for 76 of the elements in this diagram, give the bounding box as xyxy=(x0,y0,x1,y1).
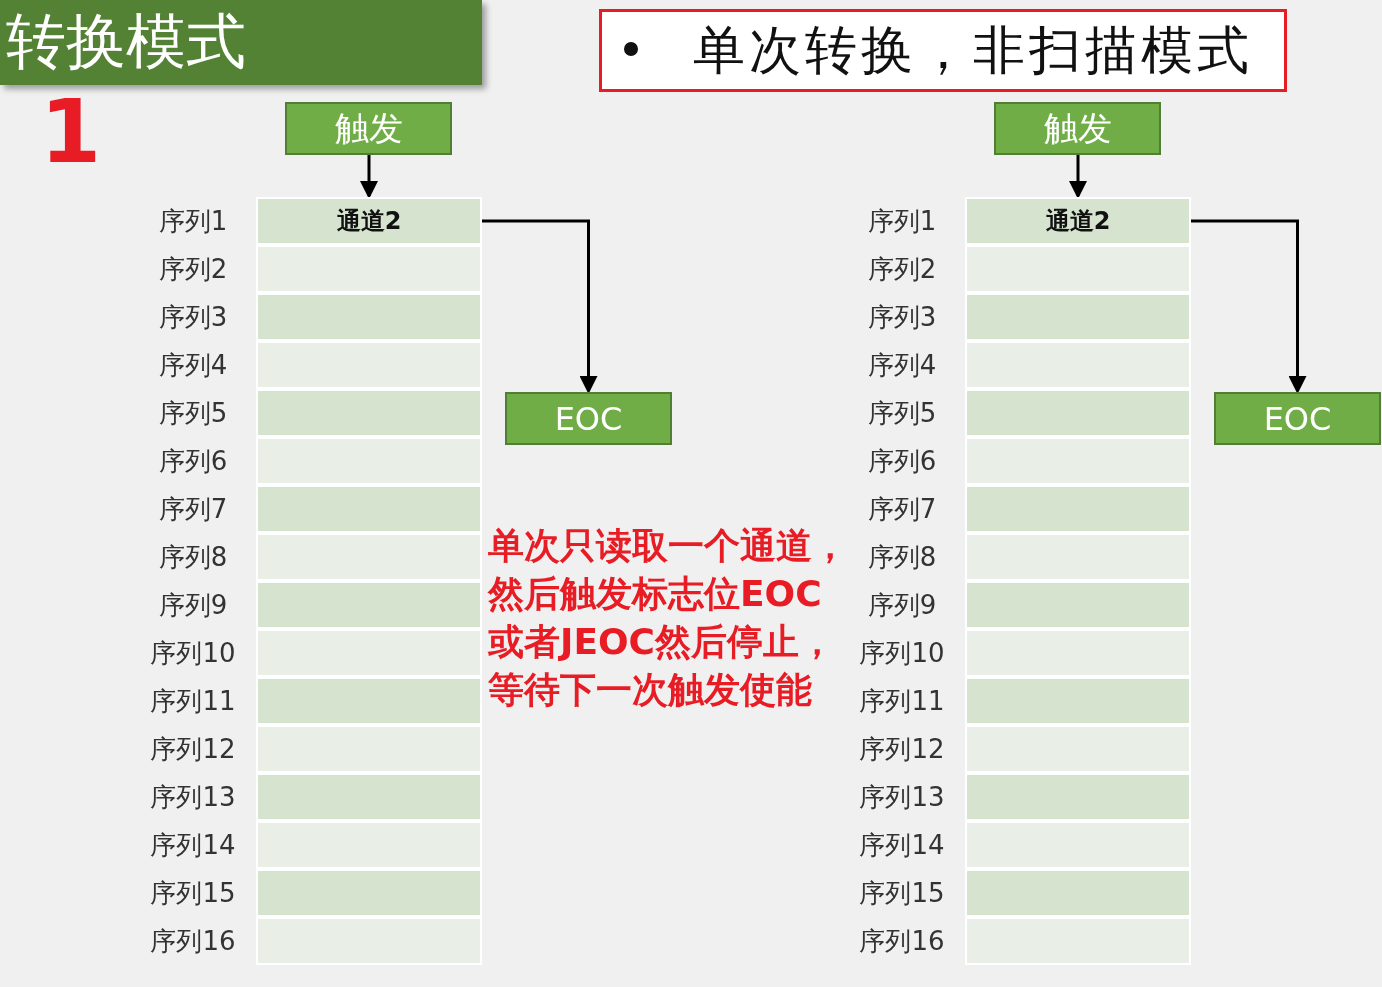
sequence-cell xyxy=(256,293,482,341)
sequence-cell xyxy=(965,245,1191,293)
sequence-label: 序列8 xyxy=(157,541,229,574)
sequence-label: 序列2 xyxy=(866,253,938,286)
sequence-cell xyxy=(965,725,1191,773)
sequence-label: 序列16 xyxy=(149,925,237,958)
sequence-cell xyxy=(256,773,482,821)
sequence-label: 序列7 xyxy=(157,493,229,526)
sequence-label: 序列5 xyxy=(866,397,938,430)
arrow xyxy=(482,219,598,394)
sequence-label: 序列14 xyxy=(858,829,946,862)
sequence-cell xyxy=(965,485,1191,533)
arrow xyxy=(1191,219,1307,394)
sequence-cell xyxy=(965,629,1191,677)
sequence-label: 序列9 xyxy=(157,589,229,622)
sequence-label: 序列6 xyxy=(866,445,938,478)
sequence-cell xyxy=(965,293,1191,341)
eoc-box: EOC xyxy=(1214,392,1381,445)
sequence-label: 序列16 xyxy=(858,925,946,958)
sequence-label: 序列1 xyxy=(157,205,229,238)
sequence-cell xyxy=(256,581,482,629)
trigger-box: 触发 xyxy=(994,102,1161,155)
sequence-label: 序列11 xyxy=(149,685,237,718)
sequence-label: 序列2 xyxy=(157,253,229,286)
sequence-cell: 通道2 xyxy=(965,197,1191,245)
title-banner: 转换模式 xyxy=(0,0,482,85)
sequence-cell xyxy=(965,341,1191,389)
sequence-label: 序列15 xyxy=(149,877,237,910)
sequence-label: 序列11 xyxy=(858,685,946,718)
sequence-cell xyxy=(965,437,1191,485)
sequence-cell: 通道2 xyxy=(256,197,482,245)
sequence-label: 序列1 xyxy=(866,205,938,238)
sequence-cell xyxy=(965,773,1191,821)
sequence-label: 序列12 xyxy=(858,733,946,766)
sequence-label: 序列5 xyxy=(157,397,229,430)
trigger-box: 触发 xyxy=(285,102,452,155)
sequence-cell xyxy=(256,821,482,869)
sequence-label: 序列3 xyxy=(157,301,229,334)
sequence-label: 序列12 xyxy=(149,733,237,766)
sequence-label: 序列7 xyxy=(866,493,938,526)
sequence-label: 序列9 xyxy=(866,589,938,622)
sequence-cell xyxy=(256,725,482,773)
sequence-cell xyxy=(256,245,482,293)
mode-box xyxy=(599,9,1287,92)
arrow xyxy=(360,155,378,199)
sequence-cell xyxy=(965,917,1191,965)
sequence-label: 序列8 xyxy=(866,541,938,574)
eoc-box: EOC xyxy=(505,392,672,445)
sequence-label: 序列10 xyxy=(858,637,946,670)
sequence-label: 序列6 xyxy=(157,445,229,478)
sequence-cell xyxy=(256,677,482,725)
sequence-label: 序列13 xyxy=(858,781,946,814)
sequence-cell xyxy=(256,485,482,533)
sequence-label: 序列3 xyxy=(866,301,938,334)
sequence-cell xyxy=(256,533,482,581)
sequence-label: 序列14 xyxy=(149,829,237,862)
sequence-label: 序列4 xyxy=(157,349,229,382)
sequence-cell xyxy=(256,437,482,485)
sequence-cell xyxy=(256,917,482,965)
sequence-label: 序列4 xyxy=(866,349,938,382)
arrow xyxy=(1069,155,1087,199)
sequence-label: 序列10 xyxy=(149,637,237,670)
sequence-cell xyxy=(965,581,1191,629)
sequence-cell xyxy=(256,341,482,389)
sequence-cell xyxy=(965,677,1191,725)
sequence-label: 序列15 xyxy=(858,877,946,910)
sequence-cell xyxy=(965,869,1191,917)
sequence-label: 序列13 xyxy=(149,781,237,814)
sequence-cell xyxy=(256,389,482,437)
heading-text: 单次转换，非扫描模式 xyxy=(693,18,1253,82)
sequence-cell xyxy=(965,533,1191,581)
sequence-cell xyxy=(965,821,1191,869)
note-text: 单次只读取一个通道，然后触发标志位EOC或者JEOC然后停止，等待下一次触发使能 xyxy=(488,524,848,712)
sequence-cell xyxy=(965,389,1191,437)
sequence-cell xyxy=(256,629,482,677)
sequence-cell xyxy=(256,869,482,917)
